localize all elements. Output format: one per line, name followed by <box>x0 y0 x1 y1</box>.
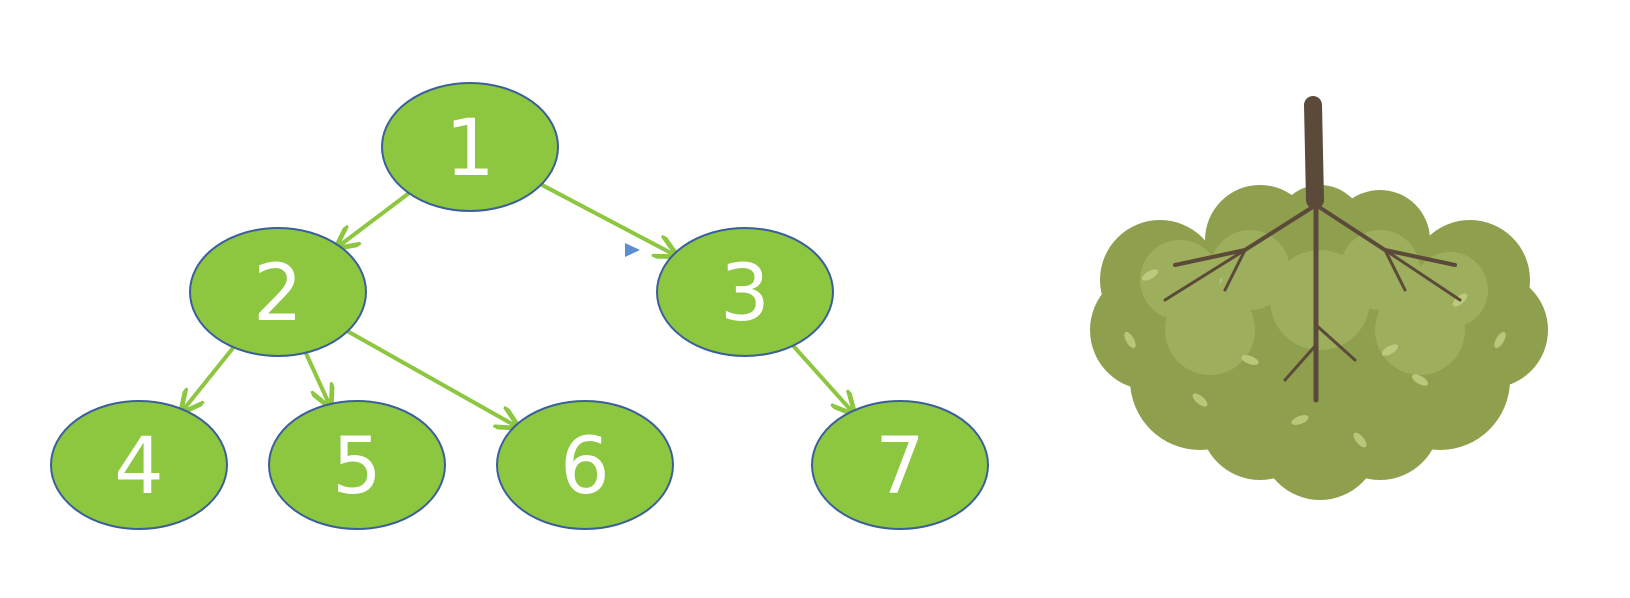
node-label: 1 <box>445 104 495 194</box>
node-shape <box>656 227 834 357</box>
node-shape <box>811 400 989 530</box>
edge-1-2 <box>339 191 411 246</box>
edge-3-7 <box>791 344 852 412</box>
node-shape <box>381 82 559 212</box>
tree-node-2: 2 <box>189 227 367 357</box>
node-label: 5 <box>332 422 382 512</box>
tree-edges <box>183 182 852 426</box>
tree-node-7: 7 <box>811 400 989 530</box>
tree-node-5: 5 <box>268 400 446 530</box>
node-label: 4 <box>114 422 164 512</box>
node-label: 2 <box>253 249 303 339</box>
node-shape <box>268 400 446 530</box>
small-pointer-icon <box>625 243 640 257</box>
node-label: 7 <box>875 422 925 512</box>
tree-node-3: 3 <box>656 227 834 357</box>
edge-2-6 <box>346 329 516 426</box>
edge-2-4 <box>183 346 236 409</box>
node-label: 3 <box>720 249 770 339</box>
edge-1-3 <box>540 182 674 255</box>
edge-2-5 <box>303 351 330 405</box>
node-label: 6 <box>560 422 610 512</box>
node-shape <box>496 400 674 530</box>
node-shape <box>50 400 228 530</box>
tree-node-4: 4 <box>50 400 228 530</box>
tree-nodes: 1 2 3 4 5 6 7 <box>50 82 989 530</box>
tree-node-1: 1 <box>381 82 559 212</box>
tree-node-6: 6 <box>496 400 674 530</box>
upside-down-tree-icon <box>1090 96 1548 500</box>
node-shape <box>189 227 367 357</box>
